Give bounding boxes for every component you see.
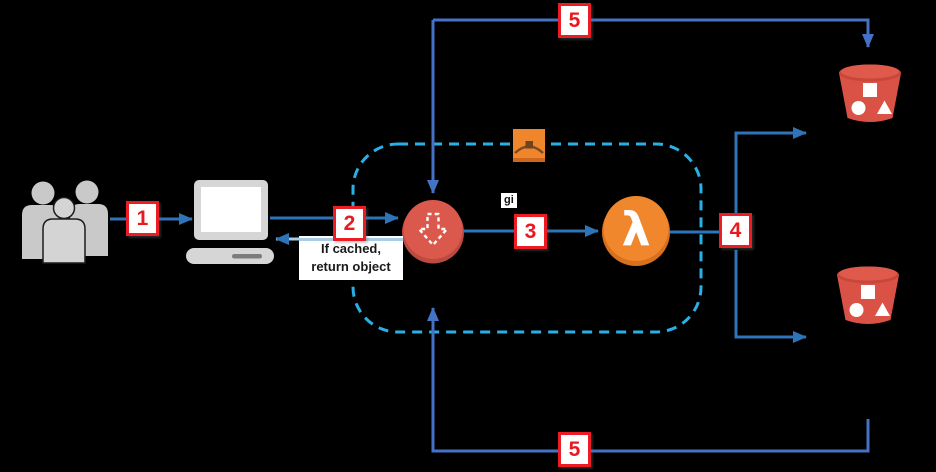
step-badge-2: 2 xyxy=(333,206,366,241)
user-head xyxy=(31,181,55,205)
users-group-icon xyxy=(22,180,108,264)
loop-top-right-arrow xyxy=(433,18,874,48)
edge-location-shadow xyxy=(513,158,545,162)
user-body xyxy=(42,218,86,264)
step-badge-4: 4 xyxy=(719,213,752,248)
user-head xyxy=(52,196,76,220)
bucket-circle-glyph xyxy=(849,303,864,317)
loop-bottom-arrow xyxy=(427,307,870,453)
user-head xyxy=(75,180,99,204)
laptop-screen xyxy=(201,187,261,232)
bucket-circle-glyph xyxy=(851,101,866,115)
laptop-base xyxy=(186,248,274,264)
bucket-square-glyph xyxy=(861,285,875,299)
step-badge-5-bottom: 5 xyxy=(558,432,591,467)
cache-note-line1: If cached, xyxy=(321,241,381,256)
step-badge-3: 3 xyxy=(514,214,547,249)
step-badge-1: 1 xyxy=(126,201,159,236)
lambda-symbol: λ xyxy=(621,202,651,256)
cloudfront-circle xyxy=(403,200,463,259)
bucket-triangle-glyph xyxy=(877,100,892,114)
lambda-icon xyxy=(602,196,670,266)
cache-note: If cached, return object xyxy=(299,236,403,281)
step-badge-5-top: 5 xyxy=(558,3,591,38)
s3-bucket-icon xyxy=(837,266,899,324)
cloudfront-download-distribution-icon xyxy=(402,200,464,264)
bucket-top xyxy=(841,64,899,79)
laptop-icon xyxy=(186,180,274,264)
bucket-square-glyph xyxy=(863,83,877,97)
lambda-circle xyxy=(603,196,669,261)
laptop-touchpad-slot xyxy=(232,254,262,259)
dashed-download-arrow-icon xyxy=(417,212,449,247)
branch-to-top-bucket xyxy=(734,127,807,214)
origin-tag: gi xyxy=(501,193,517,208)
cache-note-line2: return object xyxy=(311,258,391,274)
branch-to-bottom-bucket xyxy=(734,250,807,343)
bucket-top xyxy=(839,266,897,281)
edge-location-node xyxy=(525,141,533,149)
edge-location-icon xyxy=(513,129,545,162)
s3-bucket-icon xyxy=(839,64,901,122)
bucket-triangle-glyph xyxy=(875,302,890,316)
